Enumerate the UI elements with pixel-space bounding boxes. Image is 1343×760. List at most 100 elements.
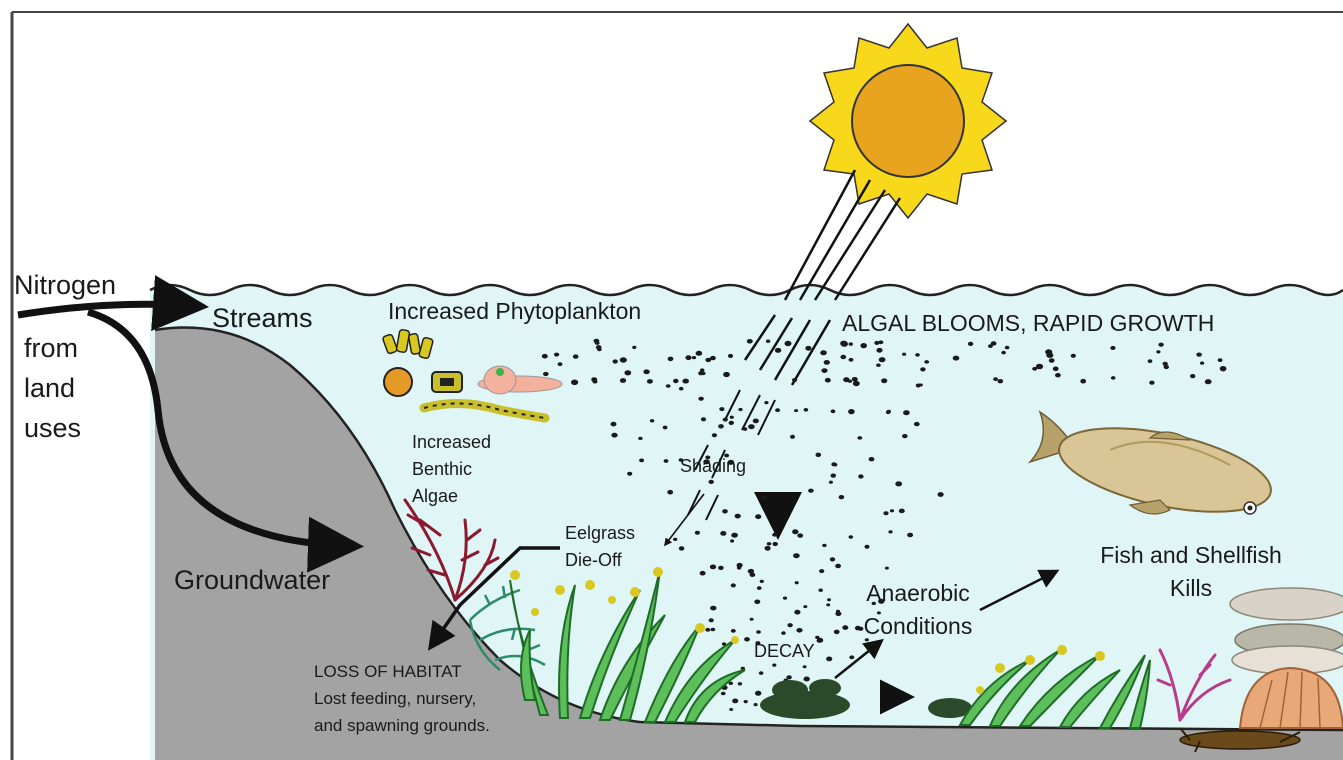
plankton-dot <box>793 553 800 558</box>
plankton-dot <box>881 378 887 383</box>
plankton-dot <box>914 422 920 426</box>
plankton-dot <box>757 586 762 590</box>
plankton-dot <box>620 357 627 362</box>
plankton-dot <box>1205 379 1212 384</box>
plankton-dot <box>624 370 631 375</box>
plankton-dot <box>787 623 792 627</box>
plankton-dot <box>804 408 809 412</box>
plankton-dot <box>595 341 600 345</box>
plankton-dot <box>826 657 832 662</box>
plankton-dot <box>761 496 767 500</box>
nitrogen-label: Nitrogen <box>14 270 116 301</box>
plankton-dot <box>754 703 758 706</box>
plankton-dot <box>848 380 852 383</box>
plankton-dot <box>729 708 733 711</box>
plankton-dot <box>795 581 799 584</box>
plankton-dot <box>773 542 778 546</box>
plankton-dot <box>730 416 734 419</box>
plankton-dot <box>700 571 706 576</box>
plankton-dot <box>695 531 700 535</box>
plankton-dot <box>729 421 734 425</box>
plankton-dot <box>611 433 617 438</box>
plankton-dot <box>833 463 837 466</box>
plankton-dot <box>1218 358 1223 362</box>
plankton-dot <box>794 409 798 412</box>
plankton-dot <box>710 565 716 570</box>
plankton-dot <box>805 346 811 351</box>
anaerobic-label: Anaerobic <box>848 580 988 606</box>
plankton-dot <box>748 424 755 429</box>
plankton-dot <box>874 341 879 345</box>
plankton-dot <box>1164 365 1169 369</box>
plankton-dot <box>903 410 910 415</box>
plankton-dot <box>786 675 791 679</box>
plankton-dot <box>988 344 993 348</box>
plankton-dot <box>998 379 1004 383</box>
plankton-dot <box>722 509 728 513</box>
plankton-dot <box>834 630 840 635</box>
plankton-dot <box>1111 376 1116 380</box>
plankton-dot <box>938 492 944 497</box>
plankton-dot <box>857 436 862 440</box>
plankton-dot <box>840 355 846 359</box>
plankton-dot <box>723 418 728 422</box>
plankton-dot <box>728 354 733 358</box>
plankton-dot <box>876 364 881 367</box>
loss-of-habitat-desc-2: and spawning grounds. <box>314 716 490 736</box>
plankton-dot <box>849 358 854 362</box>
plankton-dot <box>743 427 748 431</box>
plankton-dot <box>1158 343 1163 347</box>
plankton-dot <box>829 481 833 484</box>
kills-label: Kills <box>1056 575 1326 601</box>
plankton-dot <box>876 348 882 353</box>
plankton-dot <box>835 564 841 569</box>
plankton-dot <box>924 360 929 364</box>
plankton-dot <box>664 459 669 463</box>
plankton-dot <box>839 495 845 499</box>
plankton-dot <box>1071 354 1076 358</box>
plankton-dot <box>698 371 703 375</box>
plankton-dot <box>869 457 875 461</box>
plankton-dot <box>849 535 854 539</box>
plankton-dot <box>915 353 920 357</box>
plankton-dot <box>899 509 905 514</box>
plankton-dot <box>824 360 830 365</box>
plankton-dot <box>822 544 826 547</box>
plankton-dot <box>1110 346 1115 350</box>
plankton-dot <box>685 355 691 360</box>
plankton-dot <box>543 372 549 376</box>
plankton-dot <box>696 351 703 356</box>
plankton-dot <box>1149 381 1154 385</box>
plankton-dot <box>785 341 792 346</box>
plankton-dot <box>792 378 797 382</box>
plankton-dot <box>1200 362 1204 365</box>
plankton-dot <box>790 435 795 439</box>
plankton-dot <box>730 539 734 542</box>
plankton-dot <box>794 610 800 615</box>
plankton-dot <box>819 569 824 573</box>
plankton-dot <box>760 580 764 583</box>
loss-of-habitat-title: LOSS OF HABITAT <box>314 662 462 682</box>
plankton-dot <box>826 603 830 606</box>
plankton-dot <box>571 380 578 386</box>
plankton-dot <box>701 417 706 421</box>
plankton-dot <box>710 356 716 360</box>
plankton-dot <box>744 700 748 703</box>
algal-blooms-label: ALGAL BLOOMS, RAPID GROWTH <box>842 310 1214 336</box>
plankton-dot <box>554 353 559 357</box>
plankton-dot <box>748 569 754 574</box>
plankton-dot <box>803 665 807 668</box>
plankton-dot <box>756 630 761 634</box>
plankton-dot <box>735 514 741 519</box>
eelgrass-label: Eelgrass <box>565 523 635 544</box>
plankton-dot <box>781 631 786 635</box>
streams-label: Streams <box>212 303 313 334</box>
from-label: from <box>24 333 78 364</box>
plankton-dot <box>720 531 726 536</box>
plankton-dot <box>831 409 836 413</box>
plankton-dot <box>888 530 892 533</box>
plankton-dot <box>775 408 780 412</box>
plankton-dot <box>804 677 810 682</box>
plankton-dot <box>993 377 998 381</box>
